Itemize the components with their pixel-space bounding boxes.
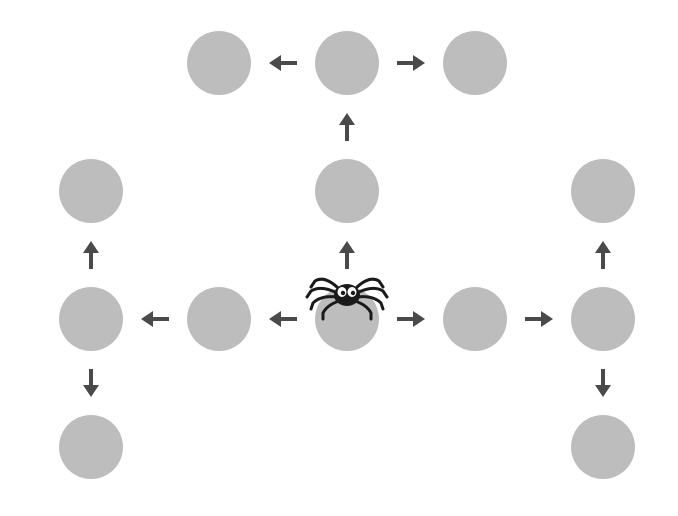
node-bottom-right (571, 415, 635, 479)
arrow-mid-far-left-to-bottom-left (83, 369, 99, 397)
node-upper-right (571, 159, 635, 223)
arrow-mid-far-right-to-bottom-right (595, 369, 611, 397)
node-bottom-left (59, 415, 123, 479)
spider-leg (309, 277, 341, 291)
spider-leg (321, 299, 341, 321)
arrow-mid-left-to-mid-far-left (141, 311, 169, 327)
node-top-right (443, 31, 507, 95)
spider-leg (353, 277, 385, 291)
arrow-top-center-to-top-right (397, 55, 425, 71)
spider-leg (353, 299, 373, 321)
node-top-left (187, 31, 251, 95)
spider-pupil-right (350, 290, 356, 296)
spider-leg (355, 286, 389, 299)
arrow-mid-far-left-to-upper-left (83, 241, 99, 269)
arrow-top-center-to-top-left (269, 55, 297, 71)
spider-leg (305, 286, 339, 299)
node-upper-center (315, 159, 379, 223)
node-top-center (315, 31, 379, 95)
node-mid-far-right (571, 287, 635, 351)
nodes-layer (59, 31, 635, 479)
arrow-mid-far-right-to-upper-right (595, 241, 611, 269)
spider-icon (305, 277, 389, 321)
spider-body (334, 284, 360, 306)
arrow-mid-right-to-mid-far-right (525, 311, 553, 327)
node-mid-right (443, 287, 507, 351)
node-mid-far-left (59, 287, 123, 351)
spider-leg (355, 295, 385, 311)
node-upper-left (59, 159, 123, 223)
arrow-start-to-upper-center (339, 241, 355, 269)
arrow-start-to-mid-left (269, 311, 297, 327)
node-mid-left (187, 287, 251, 351)
arrow-upper-center-to-top-center (339, 113, 355, 141)
arrows-layer (83, 55, 611, 397)
arrow-start-to-mid-right (397, 311, 425, 327)
spider-pupil-left (340, 290, 346, 296)
spider-leg (309, 295, 339, 311)
